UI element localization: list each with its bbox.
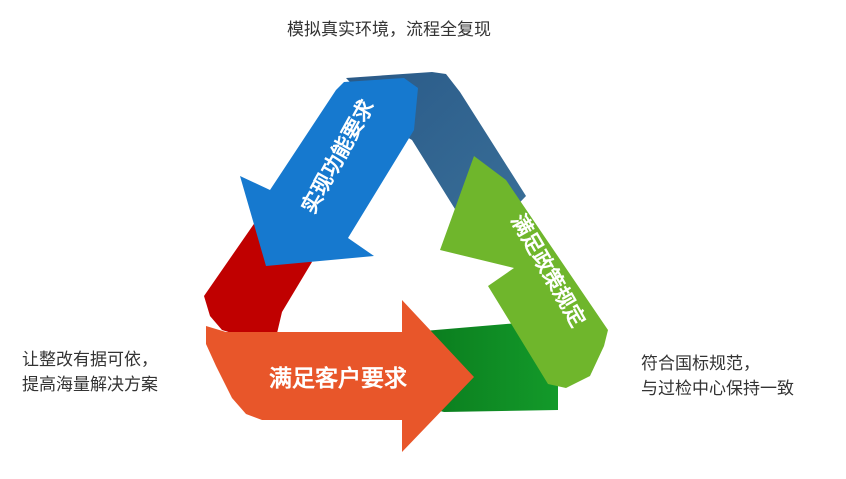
bottom-arrow-label: 满足客户要求	[269, 365, 407, 392]
right-caption-line-2: 与过检中心保持一致	[641, 379, 794, 399]
right-arrow-shape	[440, 156, 608, 388]
left-caption: 让整改有据可依， 提高海量解决方案	[22, 348, 158, 398]
left-arrow-shape	[240, 78, 418, 266]
top-caption: 模拟真实环境，流程全复现	[287, 20, 491, 40]
right-caption-line-1: 符合国标规范，	[641, 354, 760, 374]
left-caption-line-1: 让整改有据可依，	[22, 350, 158, 370]
bottom-arrow-shape	[206, 300, 474, 452]
right-caption: 符合国标规范， 与过检中心保持一致	[641, 352, 794, 402]
left-caption-line-2: 提高海量解决方案	[22, 375, 158, 395]
